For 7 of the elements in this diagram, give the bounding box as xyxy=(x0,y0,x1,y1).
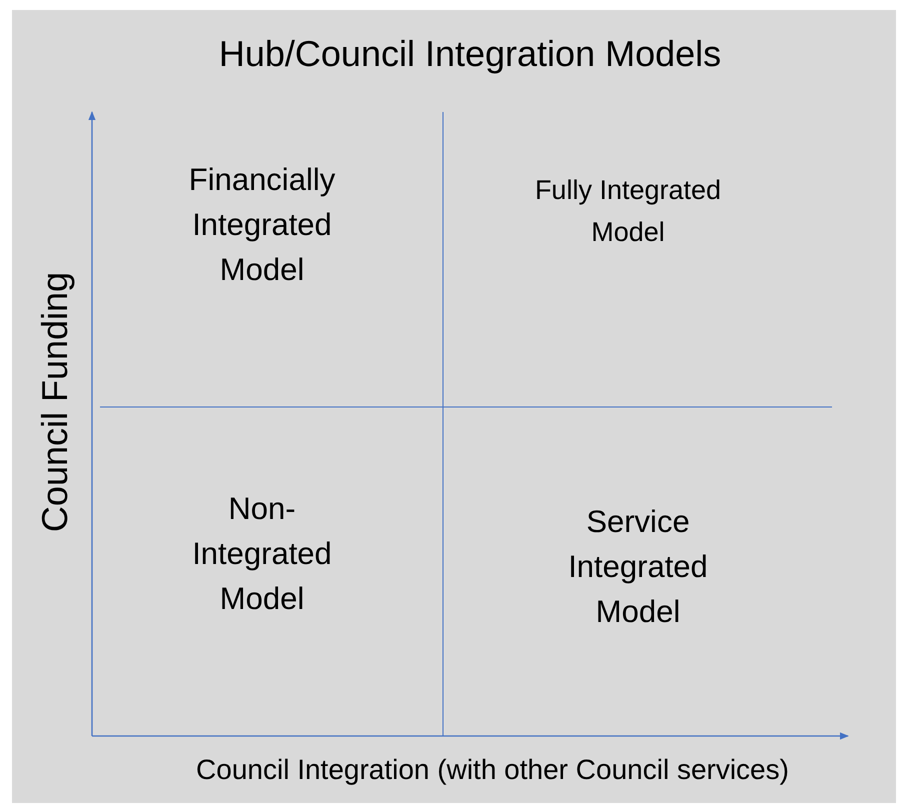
quadrant-label: Financially Integrated Model xyxy=(188,161,336,289)
chart-title: Hub/Council Integration Models xyxy=(218,32,722,76)
x-axis-label: Council Integration (with other Council services) xyxy=(195,753,790,787)
quadrant-label: Fully Integrated Model xyxy=(534,174,722,249)
y-axis-label: Council Funding xyxy=(33,270,76,534)
quadrant-label: Non- Integrated Model xyxy=(191,490,333,618)
quadrant-label: Service Integrated Model xyxy=(567,503,709,631)
